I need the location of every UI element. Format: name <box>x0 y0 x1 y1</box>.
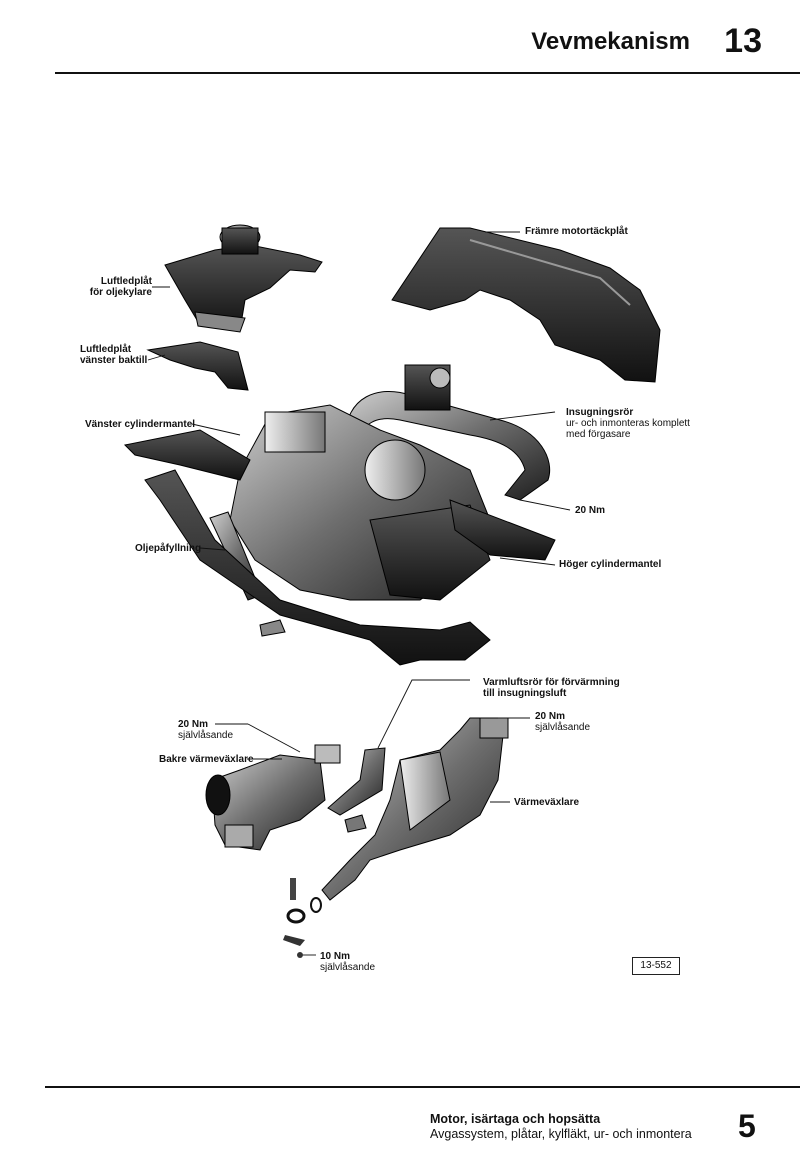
page-title: Vevmekanism <box>531 28 690 55</box>
footer-section-title: Avgassystem, plåtar, kylfläkt, ur- och i… <box>430 1127 692 1141</box>
footer-rule <box>45 1086 800 1088</box>
leader-lines <box>147 231 571 956</box>
label-front-engine-cover: Främre motortäckplåt <box>525 226 628 237</box>
label-intake-manifold-line3: med förgasare <box>566 429 631 440</box>
label-warm-air-tube-line1: Varmluftsrör för förvärmning <box>483 677 620 688</box>
page-number: 5 <box>738 1108 756 1144</box>
footer-chapter-title: Motor, isärtaga och hopsätta <box>430 1112 601 1126</box>
label-rear-heat-exchanger: Bakre värmeväxlare <box>159 754 254 765</box>
label-warm-air-tube-line2: till insugningsluft <box>483 688 567 699</box>
label-oil-filler: Oljepåfyllning <box>135 543 202 554</box>
label-heat-exchanger: Värmeväxlare <box>514 797 580 808</box>
label-torque-20nm-right-line2: självlåsande <box>535 722 591 733</box>
section-number: 13 <box>724 22 762 60</box>
label-torque-20nm-left-line1: 20 Nm <box>178 719 209 730</box>
warm-air-tube <box>327 747 386 816</box>
intake-manifold <box>344 364 551 501</box>
label-oil-cooler-duct-line2: för oljekylare <box>89 287 152 298</box>
front-engine-cover <box>391 227 661 383</box>
small-hardware <box>283 814 367 958</box>
label-intake-manifold-line1: Insugningsrör <box>566 407 634 418</box>
label-torque-20nm-left-line2: självlåsande <box>178 730 234 741</box>
oil-cooler-air-duct <box>164 224 323 333</box>
header-rule <box>55 72 800 74</box>
engine-block <box>123 404 556 601</box>
heat-exchanger <box>321 717 509 901</box>
label-intake-manifold-line2: ur- och inmonteras komplett <box>566 418 690 429</box>
engine-stand <box>144 469 491 666</box>
label-oil-cooler-duct-line1: Luftledplåt <box>100 276 152 287</box>
label-torque-10nm-line1: 10 Nm <box>320 951 351 962</box>
rear-left-air-duct <box>146 341 249 391</box>
figure-reference: 13-552 <box>632 957 680 975</box>
label-left-cylinder-cover: Vänster cylindermantel <box>85 419 196 430</box>
label-torque-20nm-intake: 20 Nm <box>575 505 606 516</box>
label-torque-10nm-line2: självlåsande <box>320 962 376 973</box>
label-torque-20nm-right-line1: 20 Nm <box>535 711 566 722</box>
label-rear-left-duct-line1: Luftledplåt <box>80 344 132 355</box>
label-rear-left-duct-line2: vänster baktill <box>80 355 148 366</box>
label-right-cylinder-cover: Höger cylindermantel <box>559 559 662 570</box>
rear-heat-exchanger <box>205 744 341 851</box>
